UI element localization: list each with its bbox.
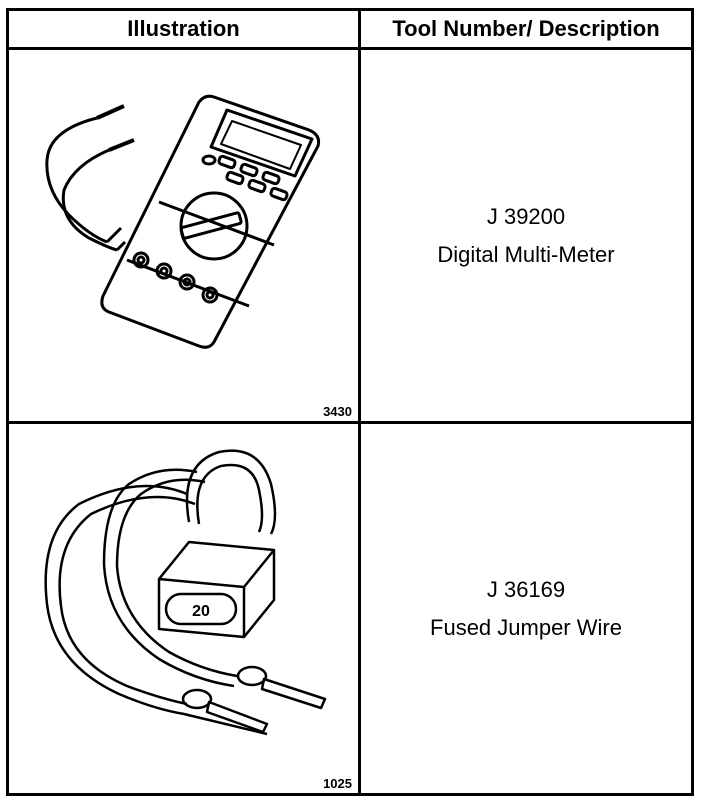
tool-table: Illustration Tool Number/ Description — [6, 8, 694, 796]
figure-number: 1025 — [323, 776, 352, 791]
tool-number: J 36169 — [486, 576, 566, 602]
digital-multimeter-icon — [45, 94, 321, 349]
illustration-cell-jumper-wire: 20 1025 — [9, 424, 358, 793]
illustration-cell-multimeter: 3430 — [9, 50, 358, 421]
tool-number: J 39200 — [486, 203, 566, 229]
fuse-label: 20 — [192, 603, 210, 620]
figure-number: 3430 — [323, 404, 352, 419]
header-illustration: Illustration — [127, 16, 240, 41]
fused-jumper-wire-icon: 20 — [44, 449, 327, 736]
description-cell-jumper-wire: J 36169 Fused Jumper Wire — [361, 424, 691, 793]
header-divider — [9, 47, 691, 50]
column-divider — [358, 11, 361, 793]
tool-description: Fused Jumper Wire — [430, 614, 622, 640]
tool-description: Digital Multi-Meter — [437, 241, 615, 267]
header-tool-description: Tool Number/ Description — [392, 16, 660, 41]
row-divider — [9, 421, 691, 424]
description-cell-multimeter: J 39200 Digital Multi-Meter — [361, 50, 691, 421]
